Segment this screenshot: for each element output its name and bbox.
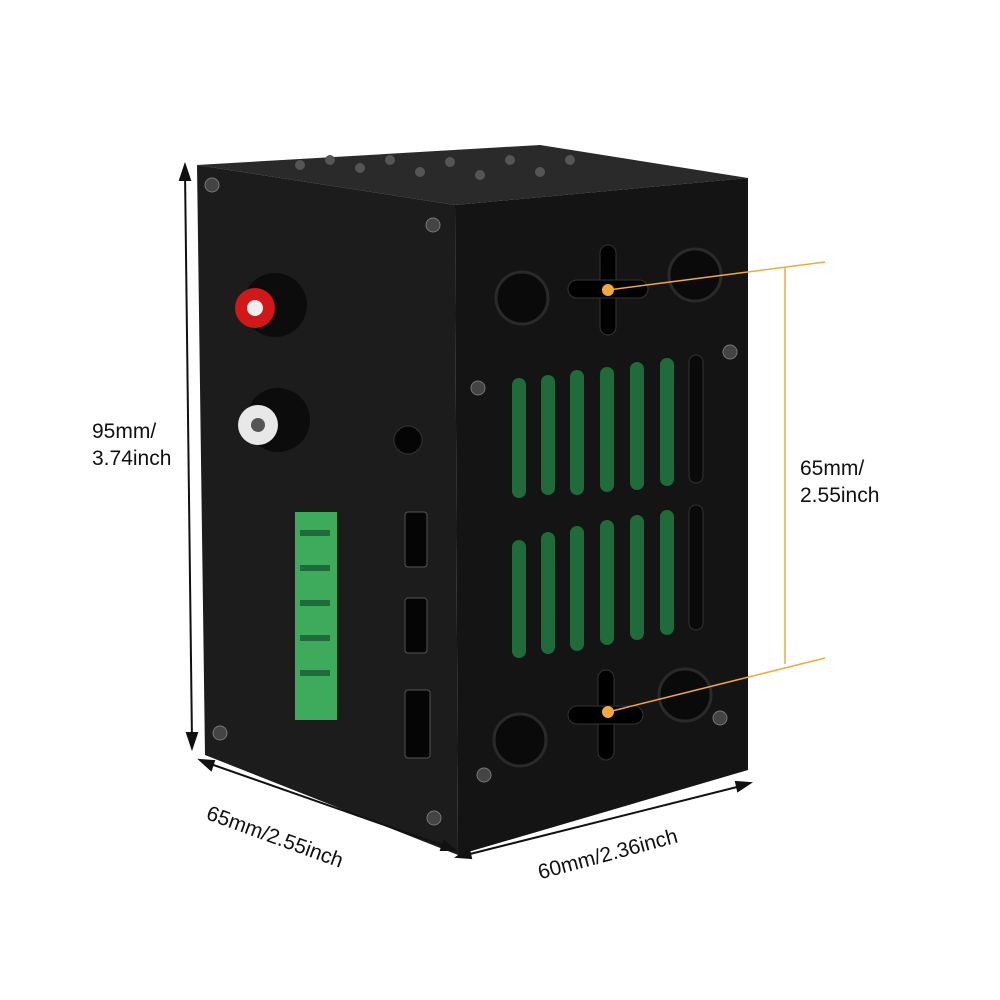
audio-jack [393, 425, 423, 455]
micro-usb-port-1 [404, 511, 428, 568]
front-vents [512, 354, 704, 658]
rca-jack-red [235, 273, 307, 337]
case-left-face [197, 165, 458, 855]
height-mm: 95mm/ [92, 420, 157, 443]
height-dimension-label: 95mm/ 3.74inch [92, 418, 171, 472]
mount-spacing-inch: 2.55inch [800, 484, 880, 507]
mount-spacing-label: 65mm/ 2.55inch [800, 455, 879, 509]
screw-icons [204, 177, 738, 826]
micro-usb-port-2 [404, 597, 428, 654]
mount-spacing-mm: 65mm/ [800, 457, 865, 480]
height-inch: 3.74inch [92, 447, 172, 470]
rca-jack-white [238, 388, 310, 452]
dimension-lines [178, 161, 753, 860]
mount-spacing-guides [607, 261, 826, 713]
terminal-block [295, 512, 337, 720]
top-vents [295, 155, 575, 180]
usb-c-port [404, 689, 431, 759]
